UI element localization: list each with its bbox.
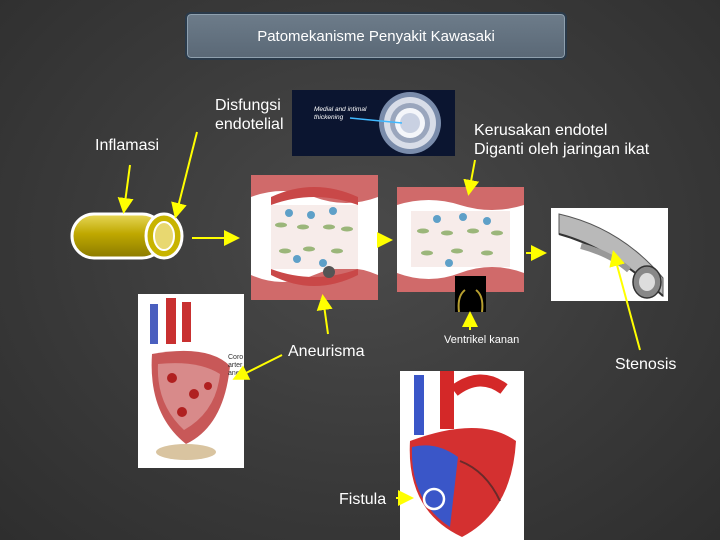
slide-title: Patomekanisme Penyakit Kawasaki: [185, 12, 567, 60]
arrow-aneurisma-to-heart: [232, 354, 283, 380]
inset-intimal-thickening: Medial and intimal thickening: [292, 90, 455, 156]
arrow-inflamasi-to-tube: [117, 164, 134, 214]
ventricle-patch: [455, 276, 486, 312]
inset-text-line1: Medial and intimal: [314, 106, 367, 113]
heart-fistula-image: [400, 371, 524, 540]
label-stenosis: Stenosis: [615, 356, 677, 373]
label-fistula: Fistula: [339, 491, 387, 508]
inflamed-vessel-tube: [68, 210, 186, 262]
arrow-stenosis-label: [609, 250, 641, 351]
slide-title-text: Patomekanisme Penyakit Kawasaki: [257, 27, 495, 45]
vessel-section-damaged: [397, 187, 524, 292]
label-inflamasi: Inflamasi: [95, 137, 160, 154]
label-kerusakan-line2: Diganti oleh jaringan ikat: [474, 141, 650, 158]
inset-text-line2: thickening: [314, 114, 344, 121]
label-disfungsi-line1: Disfungsi: [215, 97, 281, 114]
label-disfungsi-endotelial: Disfungsi endotelial: [215, 96, 284, 134]
vessel-section-aneurysm: [251, 175, 378, 300]
label-disfungsi-line2: endotelial: [215, 116, 284, 133]
label-aneurisma: Aneurisma: [288, 343, 365, 360]
heart-aneurysm-image: Coro arter aneu: [138, 294, 244, 468]
label-ventrikel-kanan: Ventrikel kanan: [444, 334, 520, 346]
arrow-disfungsi-to-tube: [171, 131, 198, 219]
arrow-aneurisma-up: [316, 294, 333, 335]
label-kerusakan-endotel: Kerusakan endotel Diganti oleh jaringan …: [474, 121, 649, 159]
arrow-kerusakan-to-panel2: [463, 159, 480, 196]
label-kerusakan-line1: Kerusakan endotel: [474, 122, 608, 139]
heart-left-text-line1: Coro: [228, 354, 244, 361]
